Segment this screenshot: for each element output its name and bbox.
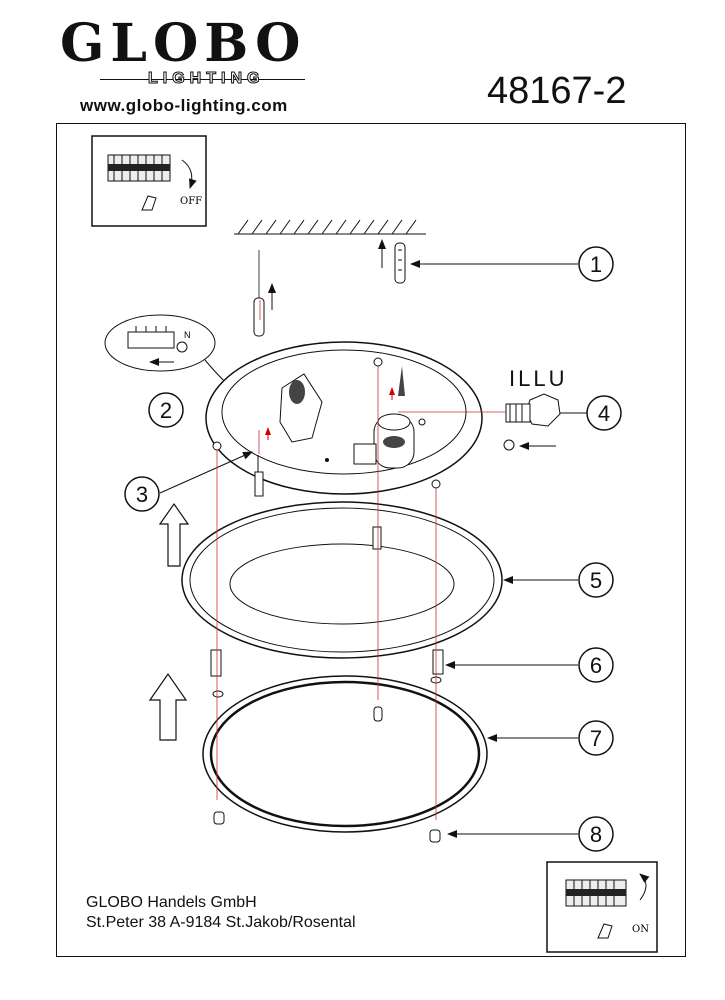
screw-plug-icon xyxy=(253,250,276,337)
lift-arrow-upper-icon xyxy=(158,502,190,567)
callout-6: 6 xyxy=(590,653,602,678)
website-url: www.globo-lighting.com xyxy=(80,96,288,115)
lift-arrow-lower-icon xyxy=(148,672,188,741)
logo-underline xyxy=(100,79,305,80)
callout-7: 7 xyxy=(590,726,602,751)
diffuser-ring xyxy=(181,501,578,659)
brand-logo: GLOBO xyxy=(60,13,307,74)
switch-on-inset: ON xyxy=(546,861,658,953)
company-name: GLOBO Handels GmbH xyxy=(86,894,257,911)
callout-2: 2 xyxy=(160,398,172,423)
diagram-frame xyxy=(56,123,686,957)
ceiling-line xyxy=(234,219,426,235)
wall-plug-icon xyxy=(378,239,578,284)
switch-off-inset: OFF xyxy=(91,135,207,227)
switch-on-label: ON xyxy=(632,924,649,935)
glass-panel xyxy=(202,675,578,833)
callout-8: 8 xyxy=(590,822,602,847)
callout-1: 1 xyxy=(590,252,602,277)
callout-3: 3 xyxy=(136,482,148,507)
light-bulb-icon xyxy=(503,393,588,451)
callout-circles xyxy=(124,246,622,852)
company-info: GLOBO Handels GmbH St.Peter 38 A-9184 St… xyxy=(86,893,356,933)
terminal-block-inset: N xyxy=(104,314,233,389)
switch-off-label: OFF xyxy=(180,196,202,207)
callout-4: 4 xyxy=(598,401,610,426)
brand-sub-logo: LIGHTING xyxy=(147,70,265,88)
ceiling-base-plate xyxy=(205,341,483,495)
spacer-bolt-icon xyxy=(210,649,578,698)
model-number: 48167-2 xyxy=(487,70,627,112)
wire-label-n: N xyxy=(184,330,191,340)
callout-5: 5 xyxy=(590,568,602,593)
mounting-screw-icon xyxy=(159,451,264,497)
company-address: St.Peter 38 A-9184 St.Jakob/Rosental xyxy=(86,914,356,931)
assembly-guide-lines xyxy=(216,300,506,820)
illu-label: ILLU xyxy=(509,366,568,391)
cap-screw-icon xyxy=(213,811,578,843)
